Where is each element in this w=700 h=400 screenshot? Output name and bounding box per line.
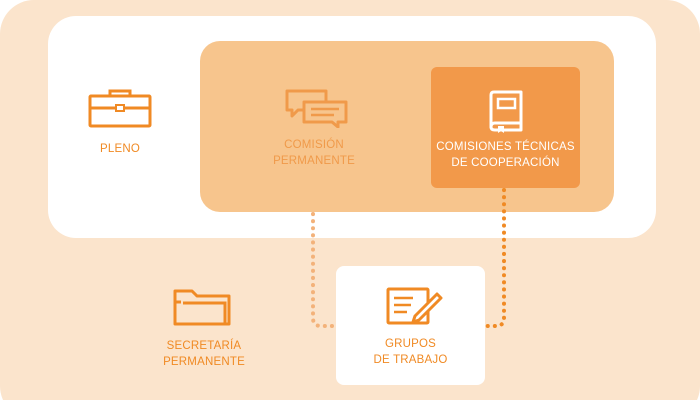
comisiones-tecnicas-line2: DE COOPERACIÓN (451, 157, 560, 169)
pleno-label: PLENO (80, 141, 160, 157)
pleno-label-line1: PLENO (100, 143, 140, 155)
comision-permanente-line2: PERMANENTE (273, 155, 355, 167)
comisiones-tecnicas-line1: COMISIONES TÉCNICAS (436, 141, 575, 153)
secretaria-permanente-label: SECRETARÍA PERMANENTE (148, 338, 260, 370)
comision-permanente-label: COMISIÓN PERMANENTE (258, 137, 370, 169)
comisiones-tecnicas-panel (431, 67, 580, 188)
book-icon (489, 90, 523, 133)
comision-permanente-line1: COMISIÓN (284, 139, 344, 151)
grupos-trabajo-panel (336, 266, 485, 385)
grupos-trabajo-line2: DE TRABAJO (373, 354, 448, 366)
briefcase-icon (88, 89, 152, 128)
folder-icon (173, 289, 231, 326)
secretaria-permanente-line2: PERMANENTE (163, 356, 245, 368)
speech-bubbles-icon (285, 89, 348, 128)
edit-document-icon (386, 287, 443, 325)
secretaria-permanente-line1: SECRETARÍA (166, 340, 242, 352)
grupos-trabajo-label: GRUPOS DE TRABAJO (336, 336, 485, 368)
grupos-trabajo-line1: GRUPOS (384, 338, 437, 350)
comisiones-tecnicas-label: COMISIONES TÉCNICAS DE COOPERACIÓN (431, 139, 580, 171)
